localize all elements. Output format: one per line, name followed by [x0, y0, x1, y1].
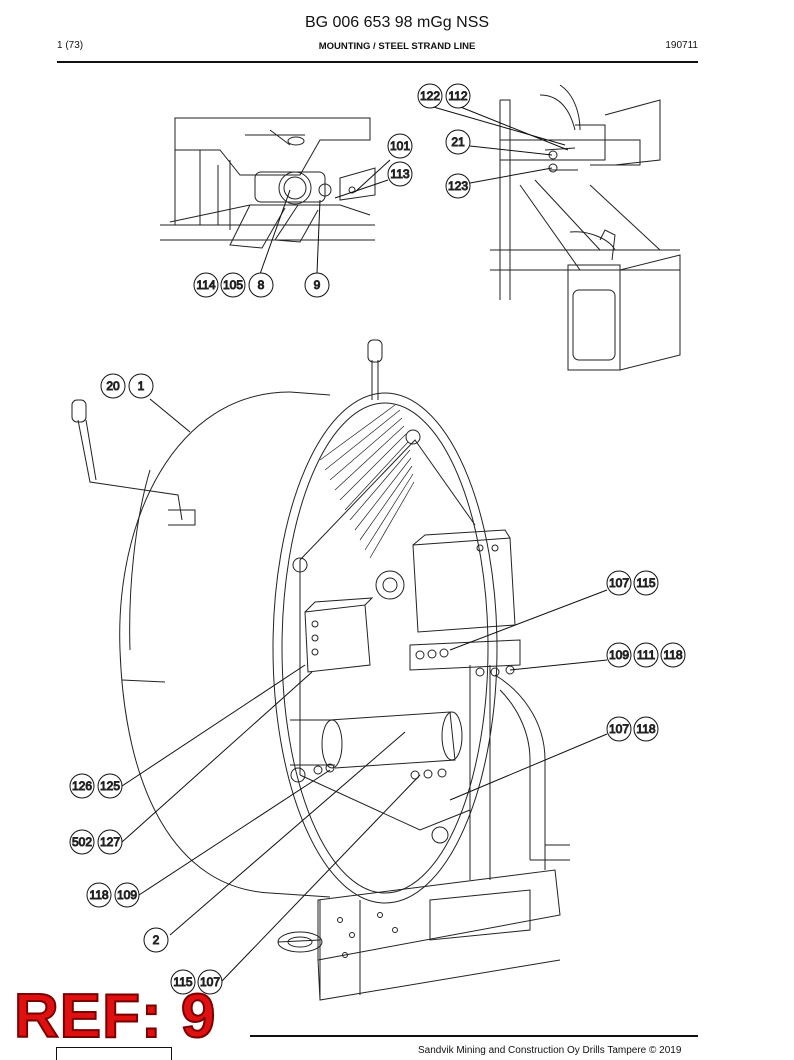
callout-balloons: 122 112 21 123 101 113 114 105 8 9 20 1 …	[69, 83, 686, 995]
callout-122: 122	[417, 83, 443, 109]
document-date: 190711	[665, 40, 698, 51]
page-number: 1 (73)	[57, 40, 84, 51]
callout-112: 112	[445, 83, 471, 109]
leader-lines	[121, 105, 608, 983]
callout-9: 9	[304, 272, 330, 298]
svg-text:118: 118	[663, 648, 682, 662]
svg-text:21: 21	[451, 135, 465, 149]
footer-rule	[250, 1035, 698, 1037]
callout-109: 109	[114, 882, 140, 908]
svg-text:125: 125	[100, 779, 120, 793]
svg-text:123: 123	[448, 179, 468, 193]
svg-text:107: 107	[609, 722, 629, 736]
svg-text:118: 118	[89, 888, 108, 902]
callout-115: 115	[170, 969, 196, 995]
svg-text:122: 122	[420, 89, 440, 103]
svg-text:109: 109	[117, 888, 137, 902]
callout-113: 113	[387, 161, 413, 187]
svg-text:20: 20	[106, 379, 120, 393]
svg-text:113: 113	[390, 167, 409, 181]
svg-text:101: 101	[390, 139, 410, 153]
svg-text:9: 9	[314, 278, 321, 292]
svg-text:126: 126	[72, 779, 92, 793]
svg-text:107: 107	[200, 975, 220, 989]
detail-view-bracket	[160, 117, 376, 249]
callout-115: 115	[633, 570, 659, 596]
callout-105: 105	[220, 272, 246, 298]
footer-copyright: Sandvik Mining and Construction Oy Drill…	[418, 1045, 682, 1056]
svg-text:115: 115	[636, 576, 655, 590]
svg-text:111: 111	[637, 648, 656, 662]
svg-text:502: 502	[72, 835, 92, 849]
svg-text:112: 112	[448, 89, 467, 103]
callout-101: 101	[387, 133, 413, 159]
svg-text:8: 8	[258, 278, 265, 292]
callout-107: 107	[606, 570, 632, 596]
callout-111: 111	[633, 642, 659, 668]
svg-text:1: 1	[138, 379, 145, 393]
header-rule	[57, 61, 698, 63]
callout-118: 118	[86, 882, 112, 908]
svg-text:118: 118	[636, 722, 655, 736]
callout-114: 114	[193, 272, 219, 298]
callout-118: 118	[633, 716, 659, 742]
svg-text:107: 107	[609, 576, 629, 590]
callout-109: 109	[606, 642, 632, 668]
callout-2: 2	[143, 927, 169, 953]
callout-127: 127	[97, 829, 123, 855]
callout-123: 123	[445, 173, 471, 199]
callout-107: 107	[197, 969, 223, 995]
callout-126: 126	[69, 773, 95, 799]
callout-21: 21	[445, 129, 471, 155]
svg-text:2: 2	[153, 933, 160, 947]
callout-118: 118	[660, 642, 686, 668]
callout-502: 502	[69, 829, 95, 855]
ref-stamp: REF: 9	[13, 982, 217, 1051]
callout-20: 20	[100, 373, 126, 399]
svg-text:105: 105	[223, 278, 243, 292]
callout-8: 8	[248, 272, 274, 298]
svg-text:127: 127	[100, 835, 120, 849]
section-title: MOUNTING / STEEL STRAND LINE	[318, 41, 476, 52]
document-title: BG 006 653 98 mGg NSS	[304, 14, 490, 31]
callout-107: 107	[606, 716, 632, 742]
callout-125: 125	[97, 773, 123, 799]
svg-text:114: 114	[196, 278, 215, 292]
main-view-reel	[71, 339, 570, 1001]
svg-text:109: 109	[609, 648, 629, 662]
callout-1: 1	[128, 373, 154, 399]
detail-view-clamp	[490, 84, 681, 371]
svg-text:115: 115	[173, 975, 192, 989]
